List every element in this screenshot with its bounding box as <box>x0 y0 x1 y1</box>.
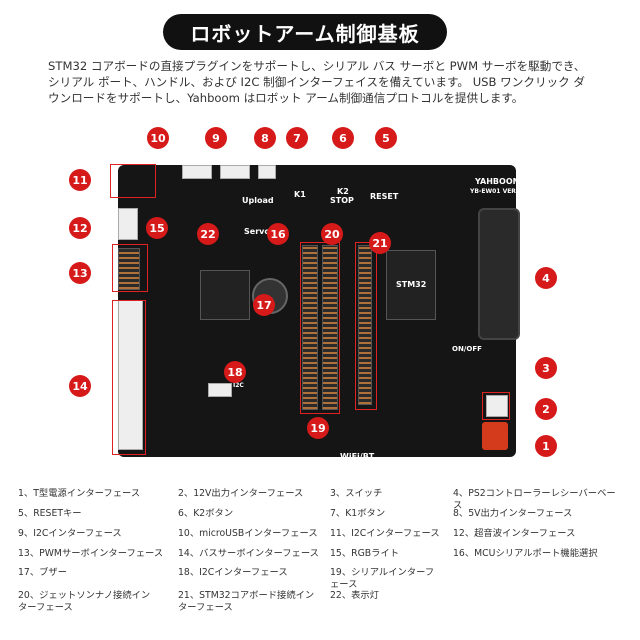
legend-item: 14、バスサーボインターフェース <box>178 548 319 559</box>
callout-marker: 20 <box>321 223 343 245</box>
legend-item: 16、MCUシリアルポート機能選択 <box>453 548 598 559</box>
legend-item: 22、表示灯 <box>330 590 380 601</box>
k2-label[interactable]: K2 <box>337 187 349 196</box>
ultrasonic-connector <box>118 208 138 240</box>
legend-item: 10、microUSBインターフェース <box>178 528 318 539</box>
wifi-label: WiFi/BT <box>340 452 375 461</box>
model-label: YB-EW01 VER2.0 <box>470 188 527 195</box>
t-power-jack <box>482 422 508 450</box>
callout-marker: 10 <box>147 127 169 149</box>
highlight-box <box>110 164 156 198</box>
callout-marker: 3 <box>535 357 557 379</box>
callout-marker: 9 <box>205 127 227 149</box>
callout-marker: 22 <box>197 223 219 245</box>
legend-item: 17、ブザー <box>18 567 68 578</box>
highlight-box <box>112 244 148 292</box>
callout-marker: 1 <box>535 435 557 457</box>
stop-label: STOP <box>330 196 354 205</box>
jetson-header <box>302 245 318 410</box>
callout-marker: 11 <box>69 169 91 191</box>
callout-marker: 8 <box>254 127 276 149</box>
i2c-connector <box>182 165 212 179</box>
page-title: ロボットアーム制御基板 <box>163 14 447 50</box>
callout-marker: 2 <box>535 398 557 420</box>
legend-item: 3、スイッチ <box>330 488 383 499</box>
callout-marker: 17 <box>253 294 275 316</box>
legend-item: 6、K2ボタン <box>178 508 234 519</box>
12v-output <box>486 395 508 417</box>
jetson-header-2 <box>322 245 338 410</box>
servo-label: Servo <box>244 227 270 236</box>
callout-marker: 21 <box>369 232 391 254</box>
legend-item: 5、RESETキー <box>18 508 82 519</box>
reset-label[interactable]: RESET <box>370 192 399 201</box>
k1-label[interactable]: K1 <box>294 190 306 199</box>
callout-marker: 13 <box>69 262 91 284</box>
legend-item: 4、PS2コントローラーレシーバーベース <box>453 488 616 511</box>
pwm-servo-header <box>118 248 140 290</box>
callout-marker: 7 <box>286 127 308 149</box>
onoff-label: ON/OFF <box>452 345 482 353</box>
highlight-box <box>482 392 510 420</box>
description: STM32 コアボードの直接プラグインをサポートし、シリアル バス サーボと P… <box>48 59 586 105</box>
highlight-box <box>300 242 340 414</box>
brand-label: YAHBOOM <box>475 177 521 186</box>
legend-item: 15、RGBライト <box>330 548 400 559</box>
stm32-header <box>358 245 372 405</box>
legend-item: 13、PWMサーボインターフェース <box>18 548 164 559</box>
callout-marker: 15 <box>146 217 168 239</box>
i2c-label: I2C <box>233 382 244 389</box>
chip <box>200 270 250 320</box>
legend-item: 18、I2Cインターフェース <box>178 567 288 578</box>
ps2-receiver-base <box>478 208 520 340</box>
legend-item: 21、STM32コアボード接続インターフェース <box>178 590 315 613</box>
legend-item: 19、シリアルインターフェース <box>330 567 435 590</box>
5v-output <box>258 165 276 179</box>
callout-marker: 18 <box>224 361 246 383</box>
callout-marker: 14 <box>69 375 91 397</box>
callout-marker: 4 <box>535 267 557 289</box>
highlight-box <box>112 300 146 455</box>
legend-item: 11、I2Cインターフェース <box>330 528 440 539</box>
callout-marker: 16 <box>267 223 289 245</box>
callout-marker: 5 <box>375 127 397 149</box>
stm32-chip <box>386 250 436 320</box>
upload-label: Upload <box>242 196 274 205</box>
i2c-connector-3 <box>208 383 232 397</box>
callout-marker: 12 <box>69 217 91 239</box>
legend-item: 12、超音波インターフェース <box>453 528 576 539</box>
bus-servo-connectors <box>118 300 143 450</box>
i2c-connector-2 <box>220 165 250 179</box>
legend-item: 8、5V出力インターフェース <box>453 508 573 519</box>
legend-item: 7、K1ボタン <box>330 508 386 519</box>
legend-item: 9、I2Cインターフェース <box>18 528 122 539</box>
legend-item: 1、T型電源インターフェース <box>18 488 141 499</box>
stm32-label: STM32 <box>396 280 427 289</box>
legend-item: 2、12V出力インターフェース <box>178 488 304 499</box>
callout-marker: 19 <box>307 417 329 439</box>
highlight-box <box>355 242 377 410</box>
legend-item: 20、ジェットソンナノ接続インターフェース <box>18 590 151 613</box>
callout-marker: 6 <box>332 127 354 149</box>
